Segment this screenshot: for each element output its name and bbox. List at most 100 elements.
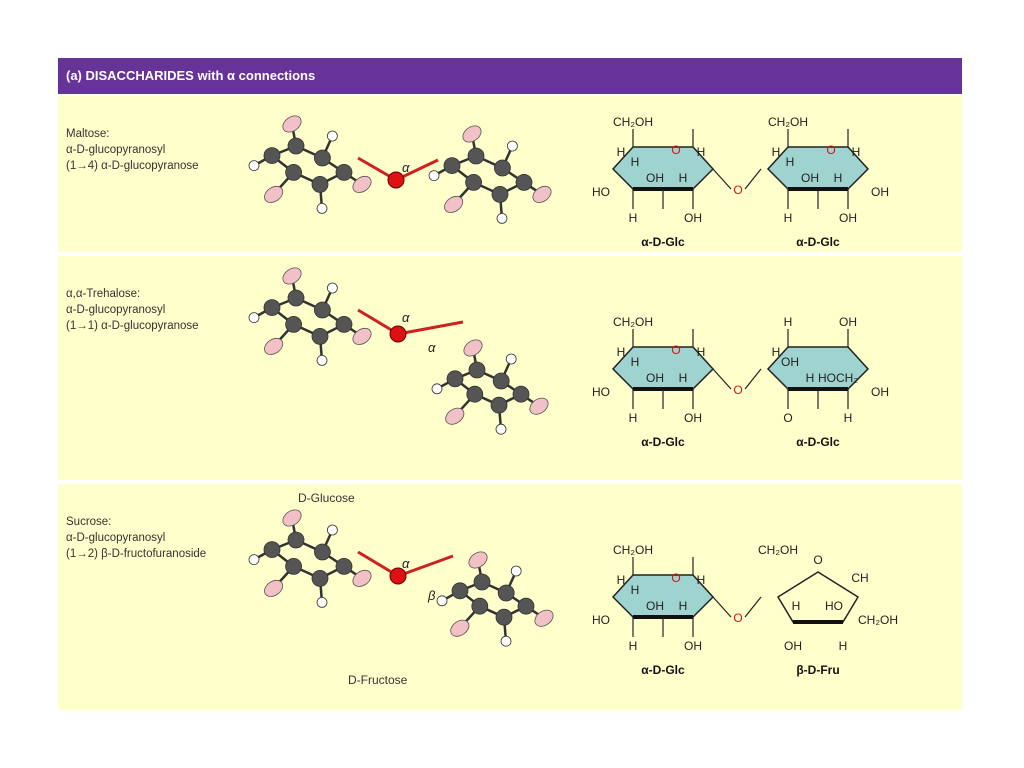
hydrogen-atom <box>436 595 448 607</box>
ring-substituent: O <box>813 553 822 567</box>
oxygen-atom <box>282 115 302 133</box>
ring-substituent: OH <box>871 185 889 199</box>
carbon-atom <box>263 541 281 558</box>
carbon-atom <box>443 157 461 174</box>
panel-trehalose: α,α-Trehalose: α-D-glucopyranosyl (1→1) … <box>58 256 962 480</box>
oxygen-atom <box>352 569 372 587</box>
carbon-atom <box>515 174 533 191</box>
carbon-atom <box>263 299 281 316</box>
hydrogen-atom <box>316 355 328 366</box>
oxygen-atom <box>529 397 549 415</box>
compound-linkage: (1→1) α-D-glucopyranose <box>66 320 199 332</box>
ring-oxygen: O <box>826 143 835 157</box>
carbon-atom <box>473 573 491 591</box>
oxygen-atom <box>468 551 488 569</box>
carbon-atom <box>517 597 535 615</box>
ring-substituent: H <box>772 345 781 359</box>
ring-oxygen: O <box>671 143 680 157</box>
compound-donor: α-D-glucopyranosyl <box>66 304 166 316</box>
carbon-atom <box>467 147 485 165</box>
ring-substituent: OH <box>839 315 857 329</box>
carbon-atom <box>314 149 331 167</box>
bridge-oxygen: O <box>733 383 742 397</box>
oxygen-atom <box>282 267 302 285</box>
linkage-label: α <box>402 160 410 175</box>
molecule-group <box>248 115 552 224</box>
ring-substituent: H <box>834 171 843 185</box>
carbon-atom <box>466 385 484 403</box>
ring-substituent: OH <box>801 171 819 185</box>
figure-header: (a) DISACCHARIDES with α connections <box>58 58 962 94</box>
carbon-atom <box>335 164 353 181</box>
carbon-atom <box>490 396 508 414</box>
hydrogen-atom <box>428 170 440 181</box>
carbon-atom <box>451 582 469 600</box>
carbon-atom <box>512 385 530 403</box>
hydrogen-atom <box>496 213 508 224</box>
glycosidic-oxygen-atom <box>389 325 407 343</box>
header-title: (a) DISACCHARIDES with α connections <box>66 68 316 83</box>
ring-substituent: H <box>792 599 801 613</box>
compound-donor: α-D-glucopyranosyl <box>66 532 166 544</box>
carbon-atom <box>492 372 510 390</box>
ring-oxygen: O <box>671 343 680 357</box>
compound-name: Sucrose: <box>66 516 112 528</box>
hydrogen-atom <box>327 282 338 294</box>
glycosidic-bond <box>744 168 762 190</box>
ring-substituent: H <box>617 573 626 587</box>
ring-substituent: OH <box>646 371 664 385</box>
ring-substituent: H <box>631 355 640 369</box>
glycosidic-bond <box>712 368 732 390</box>
oxygen-atom <box>450 619 470 637</box>
carbon-atom <box>287 531 305 549</box>
oxygen-atom <box>264 185 284 203</box>
linkage-label: α <box>402 310 410 325</box>
bond <box>397 554 454 578</box>
hydrogen-atom <box>327 524 338 536</box>
carbon-atom <box>314 543 331 561</box>
ring-substituent: H <box>772 145 781 159</box>
ring-substituent: O <box>783 411 792 425</box>
hydrogen-atom <box>248 312 260 323</box>
ring-substituent: H <box>839 639 848 653</box>
ring-substituent: H <box>697 573 706 587</box>
carbon-atom <box>287 289 305 307</box>
carbon-atom <box>285 316 302 333</box>
panel-sucrose: Sucrose: α-D-glucopyranosyl (1→2) β-D-fr… <box>58 484 962 710</box>
glycosidic-oxygen-atom <box>389 567 407 585</box>
sugar-caption: α-D-Glc <box>641 663 685 677</box>
ring-substituent: H <box>784 315 793 329</box>
carbon-atom <box>311 570 329 587</box>
ring-substituent: HO <box>592 185 610 199</box>
oxygen-atom <box>445 407 465 425</box>
carbon-atom <box>471 597 489 615</box>
ring-substituent: CH₂OH <box>613 543 653 557</box>
hydrogen-atom <box>327 130 338 142</box>
carbon-atom <box>497 584 515 602</box>
ring-substituent: OH <box>839 211 857 225</box>
ring-substituent: OH <box>784 639 802 653</box>
ring-substituent: H <box>629 639 638 653</box>
carbon-atom <box>335 558 353 575</box>
hydrogen-atom <box>505 353 517 365</box>
linkage-label: α <box>428 340 436 355</box>
ring-substituent: OH <box>684 639 702 653</box>
ring-substituent: H <box>697 145 706 159</box>
carbon-atom <box>311 328 329 345</box>
carbon-atom <box>495 608 513 626</box>
compound-label: Maltose: α-D-glucopyranosyl (1→4) α-D-gl… <box>66 126 199 174</box>
ring-substituent: H <box>629 211 638 225</box>
compound-linkage: (1→2) β-D-fructofuranoside <box>66 548 207 560</box>
ring-substituent: H <box>806 371 815 385</box>
bridge-oxygen: O <box>733 611 742 625</box>
ring-substituent: CH₂OH <box>613 115 653 129</box>
compound-name: Maltose: <box>66 128 110 140</box>
oxygen-atom <box>264 337 284 355</box>
hydrogen-atom <box>431 383 443 395</box>
figure: (a) DISACCHARIDES with α connections Mal… <box>58 58 962 710</box>
hydrogen-atom <box>506 140 518 152</box>
hydrogen-atom <box>510 565 522 577</box>
bridge-oxygen: O <box>733 183 742 197</box>
